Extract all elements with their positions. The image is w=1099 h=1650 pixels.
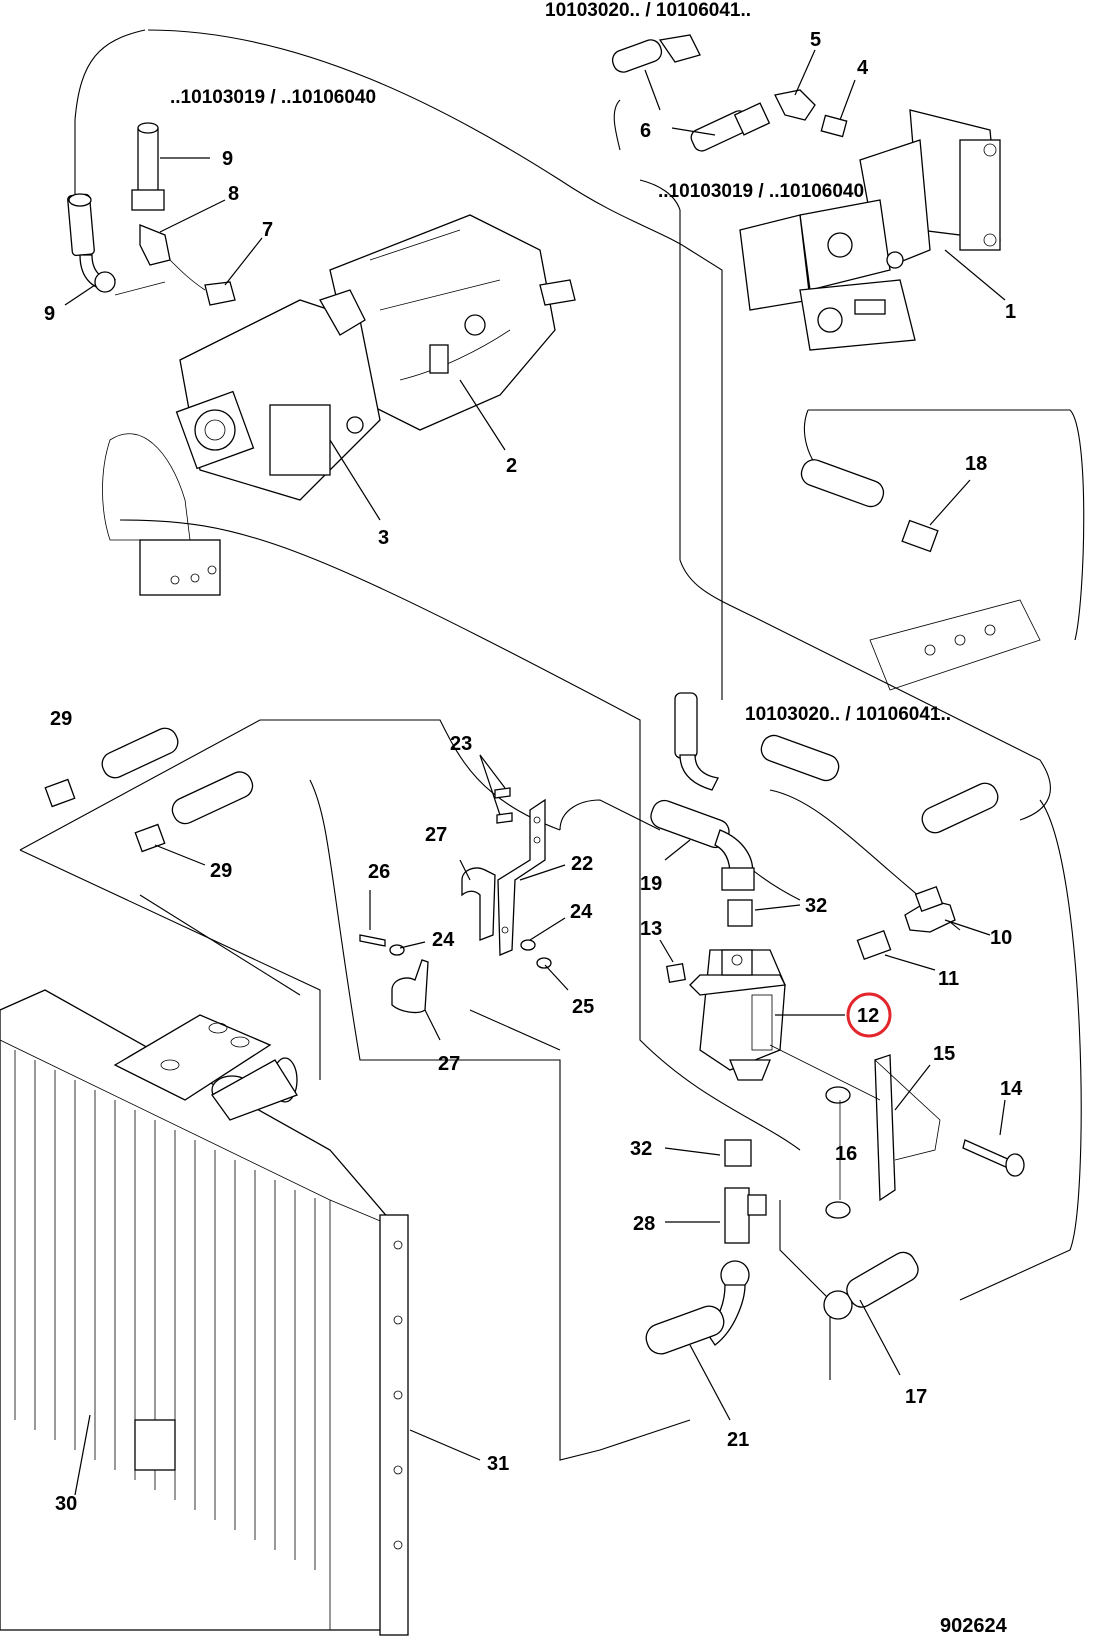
callout-13: 13 <box>640 918 662 940</box>
callout-2: 2 <box>506 455 517 477</box>
callout-3: 3 <box>378 527 389 549</box>
control-valve-block <box>611 34 1041 691</box>
callout-19: 19 <box>640 873 662 895</box>
callout-24: 24 <box>432 929 455 951</box>
callout-1: 1 <box>1005 301 1016 323</box>
callout-21: 21 <box>727 1429 749 1451</box>
callout-9: 9 <box>44 303 55 325</box>
callout-17: 17 <box>905 1386 927 1408</box>
callout-25: 25 <box>572 996 594 1018</box>
callout-12: 12 <box>857 1005 879 1027</box>
serial-range-label: 10103020.. / 10106041.. <box>745 704 951 725</box>
callout-22: 22 <box>571 853 593 875</box>
hydraulic-pump <box>102 214 576 596</box>
callout-32: 32 <box>805 895 827 917</box>
callout-23: 23 <box>450 733 472 755</box>
leader-lines <box>64 49 1006 1496</box>
drawing-number: 902624 <box>940 1615 1008 1637</box>
callout-29: 29 <box>210 860 232 882</box>
pressure-valve-assembly <box>645 799 1025 1355</box>
cooler-hose-ends <box>44 692 999 853</box>
callout-15: 15 <box>933 1043 955 1065</box>
callout-11: 11 <box>938 968 959 990</box>
callout-18: 18 <box>965 453 987 475</box>
callout-9: 9 <box>222 148 233 170</box>
serial-range-label: 10103020.. / 10106041.. <box>545 0 751 21</box>
callout-28: 28 <box>633 1213 655 1235</box>
callout-14: 14 <box>1000 1078 1023 1100</box>
callout-7: 7 <box>262 219 273 241</box>
callout-5: 5 <box>810 29 821 51</box>
callout-4: 4 <box>857 57 869 79</box>
callout-30: 30 <box>55 1493 77 1515</box>
callout-31: 31 <box>487 1453 509 1475</box>
callout-32: 32 <box>630 1138 652 1160</box>
callout-labels: 1 2 3 4 5 6 7 8 9 9 10 11 12 13 14 15 16… <box>44 29 1023 1515</box>
hose-routing <box>19 29 1085 1461</box>
oil-cooler <box>0 989 409 1636</box>
callout-16: 16 <box>835 1143 857 1165</box>
callout-27: 27 <box>438 1053 460 1075</box>
callout-6: 6 <box>640 120 651 142</box>
callout-29: 29 <box>50 708 72 730</box>
serial-range-label: ..10103019 / ..10106040 <box>658 181 864 202</box>
callout-24: 24 <box>570 901 593 923</box>
serial-range-label: ..10103019 / ..10106040 <box>170 87 376 108</box>
callout-27: 27 <box>425 824 447 846</box>
top-left-fittings <box>67 122 236 306</box>
mounting-brackets <box>359 787 552 1014</box>
callout-26: 26 <box>368 861 390 883</box>
callout-8: 8 <box>228 183 239 205</box>
highlight-circle <box>846 992 892 1038</box>
callout-10: 10 <box>990 927 1012 949</box>
